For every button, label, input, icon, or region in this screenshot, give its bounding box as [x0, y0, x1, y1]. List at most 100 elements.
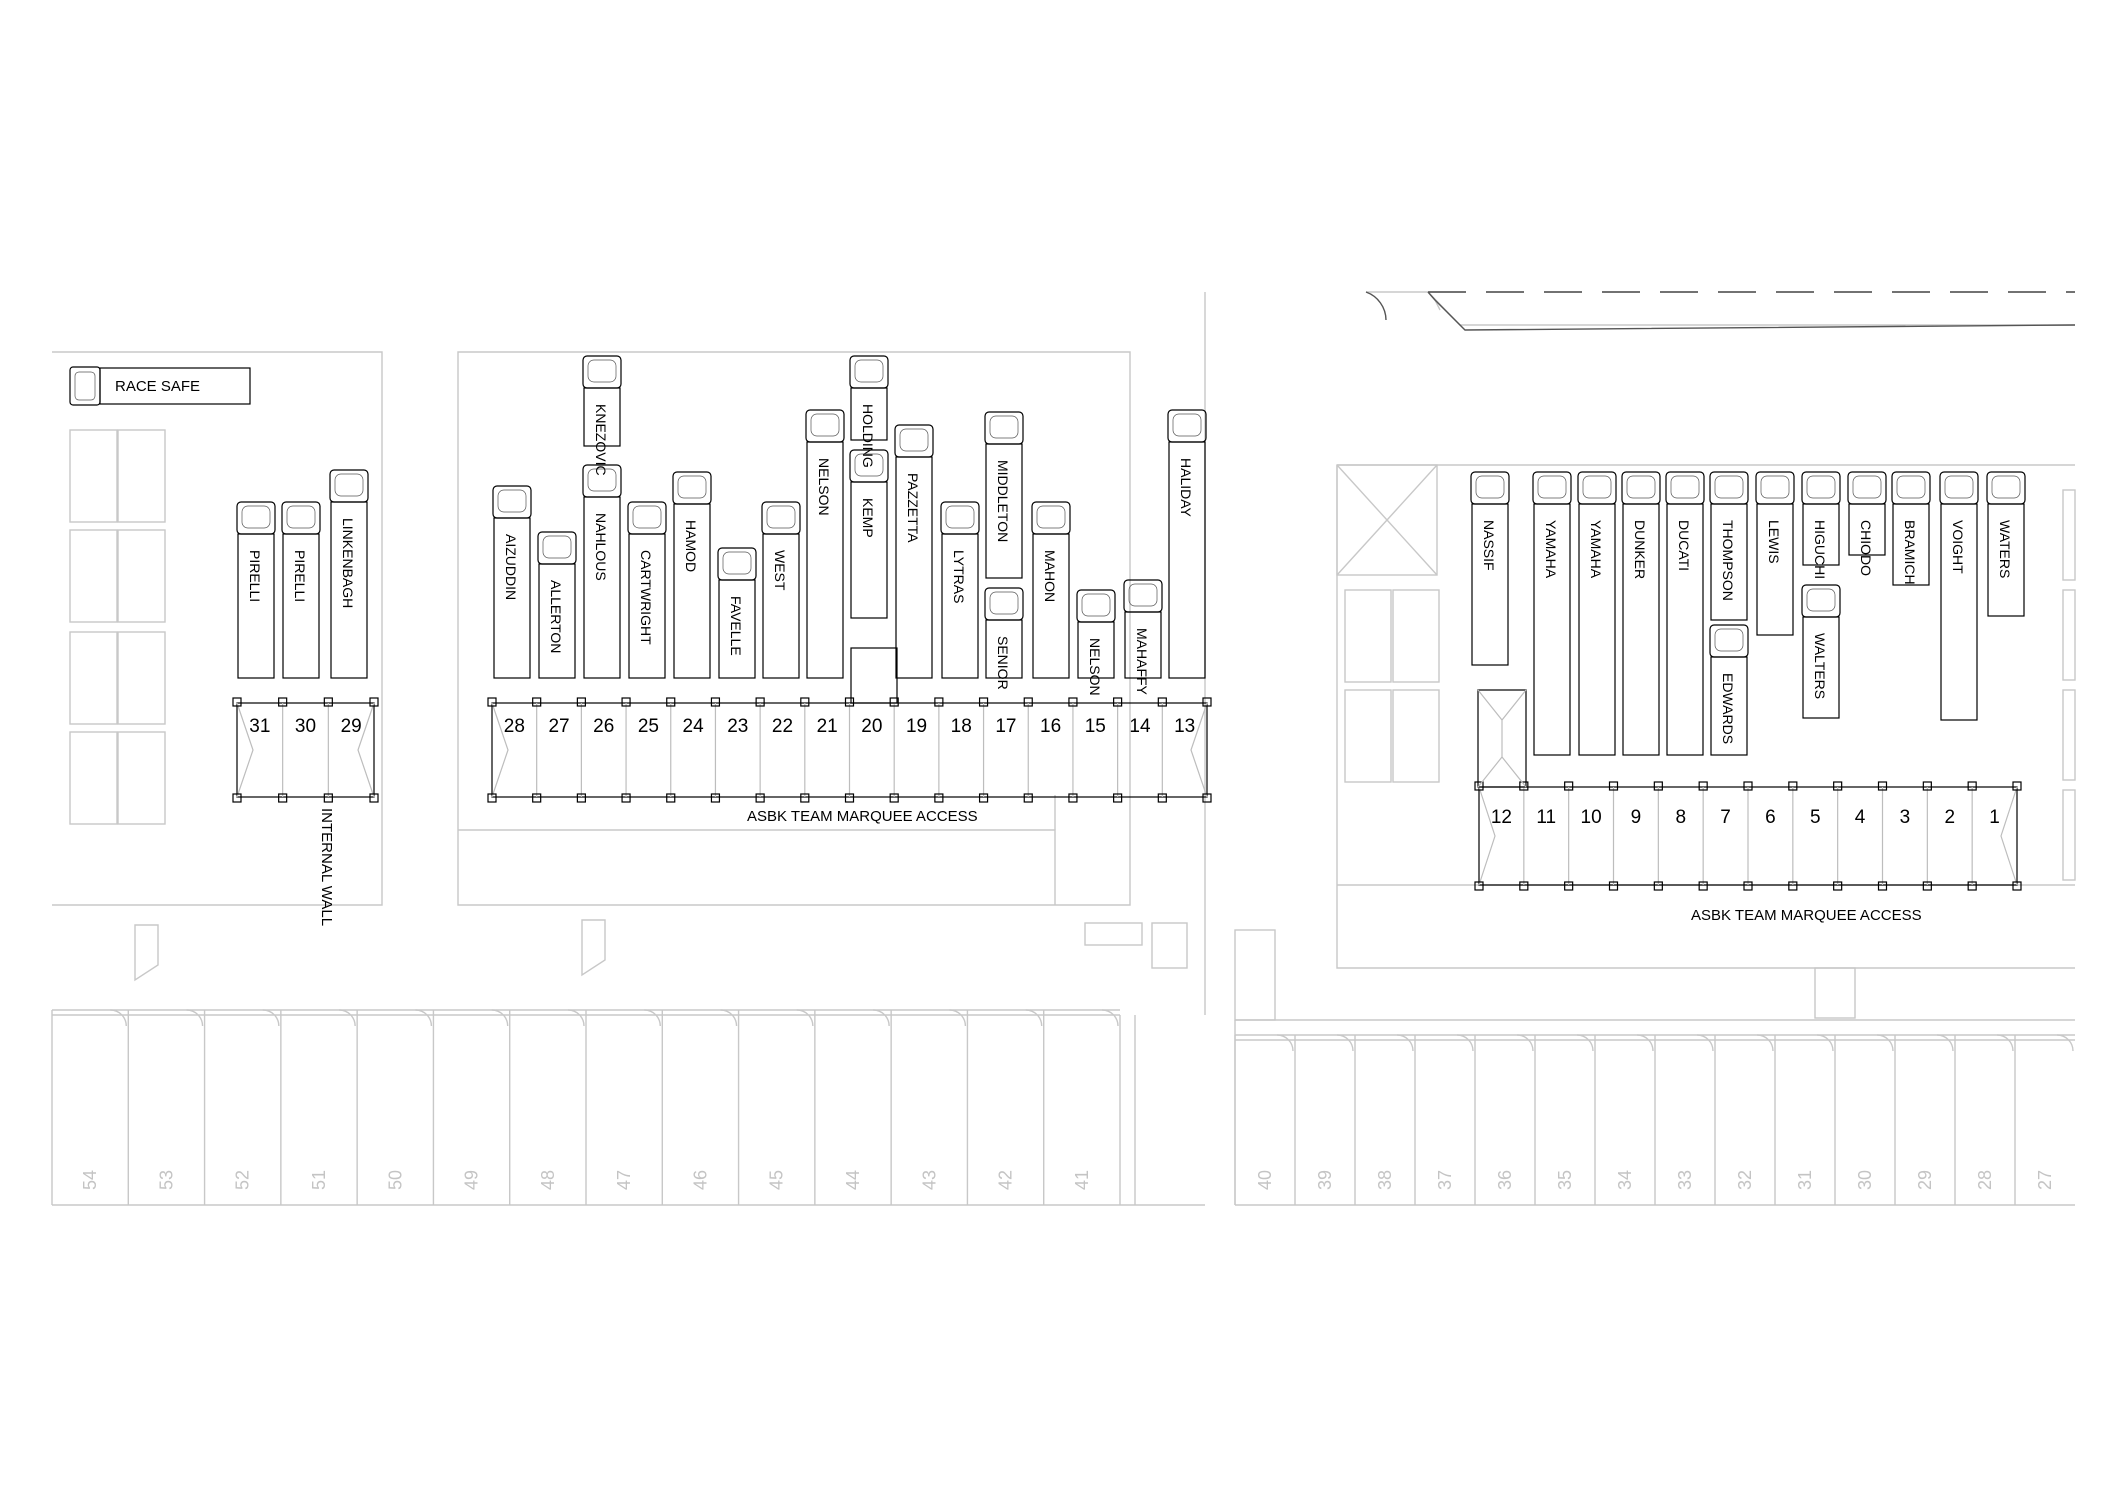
truck: NASSIF: [1470, 471, 1510, 666]
marquee-bay-number: 23: [727, 716, 748, 737]
marquee-bay-number: 8: [1675, 807, 1686, 828]
garage-number: 27: [2035, 1170, 2055, 1190]
truck-label: PIRELLI: [247, 550, 263, 602]
truck: FAVELLE: [717, 547, 757, 679]
garage-number: 36: [1495, 1170, 1515, 1190]
truck-label: FAVELLE: [728, 596, 744, 656]
garage-number: 44: [843, 1170, 863, 1190]
truck-label: DUCATI: [1676, 520, 1692, 571]
truck-label: KEMP: [860, 498, 876, 538]
marquee-bay-number: 2: [1944, 807, 1955, 828]
truck-label: KNEZOVIC: [593, 404, 609, 476]
truck: WEST: [761, 501, 801, 679]
truck-label: AIZUDDIN: [503, 534, 519, 600]
truck: ALLERTON: [537, 531, 577, 679]
marquee-bay-number: 6: [1765, 807, 1776, 828]
garage-number: 41: [1072, 1170, 1092, 1190]
east-access-label: ASBK TEAM MARQUEE ACCESS: [1691, 907, 1922, 924]
marquee-bay-number: 22: [772, 716, 793, 737]
truck: MAHON: [1031, 501, 1071, 679]
marquee-bay-number: 19: [906, 716, 927, 737]
tent-annex: [850, 647, 1527, 788]
garage-number: 33: [1675, 1170, 1695, 1190]
marquee-bay-number: 25: [638, 716, 659, 737]
marquee-bay-number: 17: [995, 716, 1016, 737]
truck-label: YAMAHA: [1543, 520, 1559, 579]
truck: PAZZETTA: [894, 424, 934, 679]
garage-number: 42: [996, 1170, 1016, 1190]
truck-label: YAMAHA: [1588, 520, 1604, 579]
garage-number: 52: [233, 1170, 253, 1190]
truck: LEWIS: [1755, 471, 1795, 636]
truck-label: THOMPSON: [1720, 520, 1736, 601]
truck-label: PIRELLI: [292, 550, 308, 602]
truck: VOIGHT: [1939, 471, 1979, 721]
truck-label: CHIODO: [1858, 520, 1874, 576]
garage-number: 39: [1315, 1170, 1335, 1190]
internal-wall-label: INTERNAL WALL: [318, 808, 335, 926]
marquee-bay-number: 21: [817, 716, 838, 737]
truck: HIGUCHI: [1801, 471, 1841, 579]
truck: KEMP: [849, 449, 889, 619]
marquee-bay-number: 27: [548, 716, 569, 737]
garage-number: 29: [1915, 1170, 1935, 1190]
marquee-bay-number: 1: [1989, 807, 2000, 828]
marquee-bay-number: 4: [1855, 807, 1866, 828]
truck: AIZUDDIN: [492, 485, 532, 679]
truck: NELSON: [1076, 589, 1116, 696]
truck-label: WALTERS: [1812, 633, 1828, 699]
marquee-bay-number: 12: [1491, 807, 1512, 828]
garage-number: 49: [462, 1170, 482, 1190]
garage-number: 54: [80, 1170, 100, 1190]
garage-number: 28: [1975, 1170, 1995, 1190]
truck-label: HOLDING: [860, 404, 876, 468]
marquee-bay-number: 16: [1040, 716, 1061, 737]
truck-label: MIDDLETON: [995, 460, 1011, 542]
race-safe-truck: RACE SAFE: [69, 366, 251, 406]
truck-label: CARTWRIGHT: [638, 550, 654, 645]
marquee-bay-number: 18: [951, 716, 972, 737]
truck: DUCATI: [1665, 471, 1705, 756]
truck: BRAMICH: [1891, 471, 1931, 586]
garage-number: 40: [1255, 1170, 1275, 1190]
truck-layer: PIRELLI PIRELLI LINKENBAGH AIZUDDIN ALLERTON…: [236, 355, 2026, 756]
east-cabins: [1234, 464, 2076, 1021]
marquee-bay-number: 28: [504, 716, 525, 737]
garage-number: 50: [385, 1170, 405, 1190]
truck: DUNKER: [1621, 471, 1661, 756]
garage-number: 34: [1615, 1170, 1635, 1190]
truck: YAMAHA: [1532, 471, 1572, 756]
race-safe-label: RACE SAFE: [115, 378, 200, 395]
truck: EDWARDS: [1709, 624, 1749, 756]
truck-label: NELSON: [816, 458, 832, 516]
truck: CARTWRIGHT: [627, 501, 667, 679]
truck: PIRELLI: [281, 501, 321, 679]
garage-number: 38: [1375, 1170, 1395, 1190]
truck-label: LEWIS: [1766, 520, 1782, 564]
truck-label: PAZZETTA: [905, 473, 921, 543]
marquee-bay-number: 26: [593, 716, 614, 737]
centre-access-label: ASBK TEAM MARQUEE ACCESS: [747, 808, 978, 825]
truck: NAHLOUS: [582, 464, 622, 679]
west-cabins: [69, 429, 166, 825]
marquee-bay-number: 10: [1581, 807, 1602, 828]
truck-label: SENIOR: [995, 636, 1011, 690]
truck-label: NAHLOUS: [593, 513, 609, 581]
truck-label: BRAMICH: [1902, 520, 1918, 585]
truck: HALIDAY: [1167, 409, 1207, 679]
truck: LINKENBAGH: [329, 469, 369, 679]
garage-number: 47: [614, 1170, 634, 1190]
truck: CHIODO: [1847, 471, 1887, 576]
garage-number: 45: [767, 1170, 787, 1190]
truck-label: MAHON: [1042, 550, 1058, 602]
marquee-bay-number: 13: [1174, 716, 1195, 737]
garage-number: 51: [309, 1170, 329, 1190]
marquee-bay-number: 29: [341, 716, 362, 737]
marquee-bay-number: 20: [861, 716, 882, 737]
truck: THOMPSON: [1709, 471, 1749, 621]
